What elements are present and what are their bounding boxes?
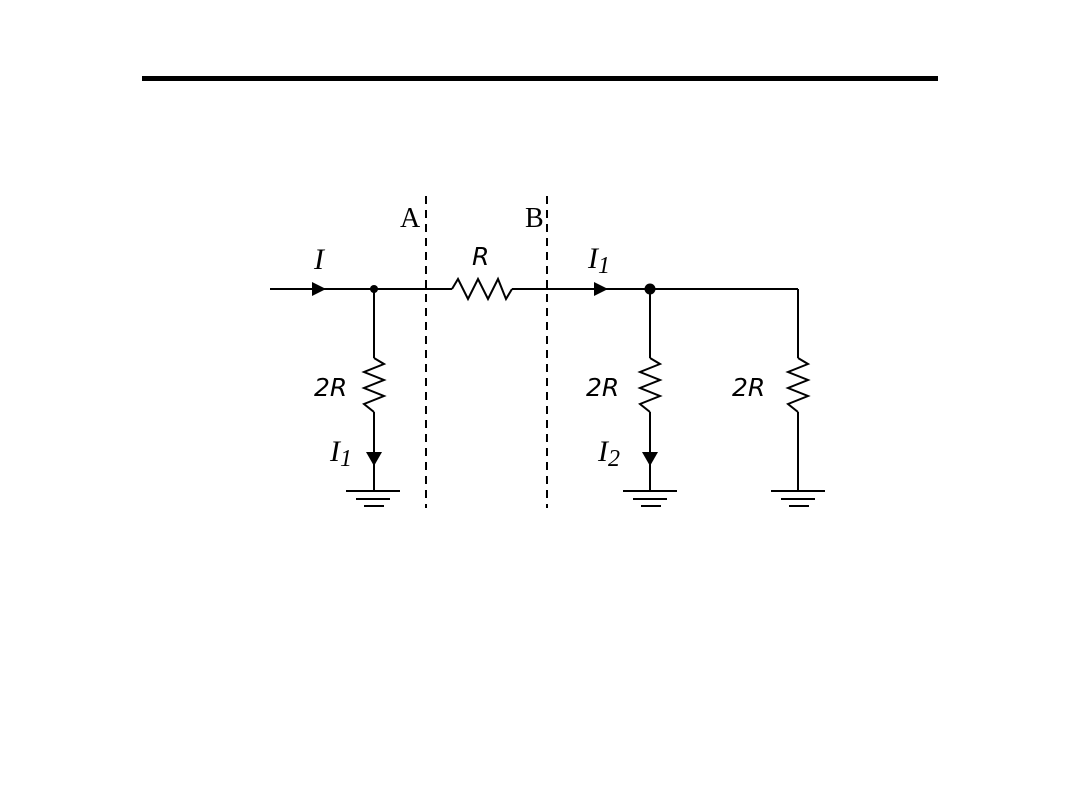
arrow-left-shunt-current [366,452,382,466]
label-middle-shunt-current: I2 [597,435,620,472]
label-resistor-shunt-left: 2R [314,373,347,402]
label-resistor-shunt-middle: 2R [586,373,619,402]
boundary-label-a: A [400,203,421,234]
header-rule [142,76,938,81]
arrow-branch-one-current [594,282,608,296]
label-left-shunt-current: I1 [329,435,352,472]
label-branch-one-subscript: 1 [598,253,610,279]
circuit-diagram: A B [270,196,825,508]
ground-left [346,490,400,507]
arrow-input-current [312,282,326,296]
resistor-series [451,276,513,302]
resistor-shunt-left [361,357,387,413]
label-middle-shunt-symbol: I [597,435,610,468]
label-resistor-series: R [472,242,489,271]
label-input-current: I [313,243,326,276]
ground-middle [623,490,677,507]
label-branch-one-current: I1 [587,242,610,279]
label-left-shunt-symbol: I [329,435,342,468]
label-middle-shunt-subscript: 2 [608,446,620,472]
arrow-middle-shunt-current [642,452,658,466]
boundary-label-b: B [525,203,544,234]
ground-right [771,490,825,507]
label-left-shunt-subscript: 1 [340,446,352,472]
resistor-shunt-middle [637,357,663,413]
label-resistor-shunt-right: 2R [732,373,765,402]
resistor-shunt-right [785,357,811,413]
label-branch-one-symbol: I [587,242,600,275]
